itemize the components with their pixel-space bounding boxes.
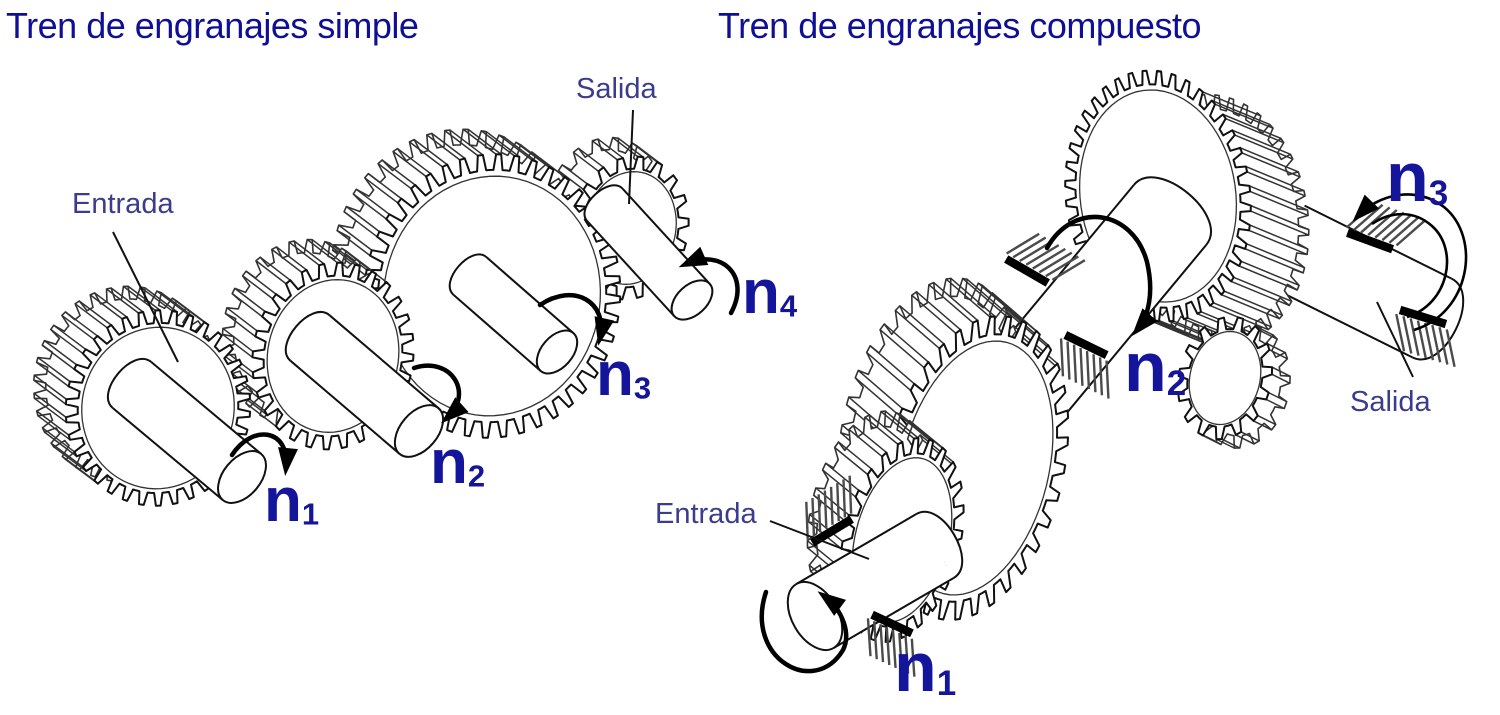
shaft-4-simple [583,184,714,321]
bearing-middle-right [1059,331,1110,399]
rotation-arrow-n3-simple [537,292,615,346]
leader-entrada-compound [769,520,870,560]
shaft-1-simple [106,358,267,504]
leader-salida-compound [1376,301,1414,378]
rotation-arrow-n3-compound [1352,193,1468,332]
rotation-arrow-n2-simple [411,363,469,424]
shaft-3-simple [448,253,579,375]
rotation-arrow-n1-simple [229,432,298,476]
leader-salida-simple [628,109,634,205]
rotation-arrow-n2-compound [1044,214,1158,337]
bearing-middle-left [1004,232,1086,287]
bearing-input-lower [866,610,916,677]
rotation-arrow-n1-compound [759,589,849,674]
leader-entrada-simple [112,231,179,363]
diagram-shapes-layer [33,69,1468,677]
bearing-output-upper [1345,201,1426,254]
shaft-2-simple [284,311,445,458]
gear-pinion-compound [1177,316,1291,449]
rotation-arrow-n4-simple [678,246,740,316]
